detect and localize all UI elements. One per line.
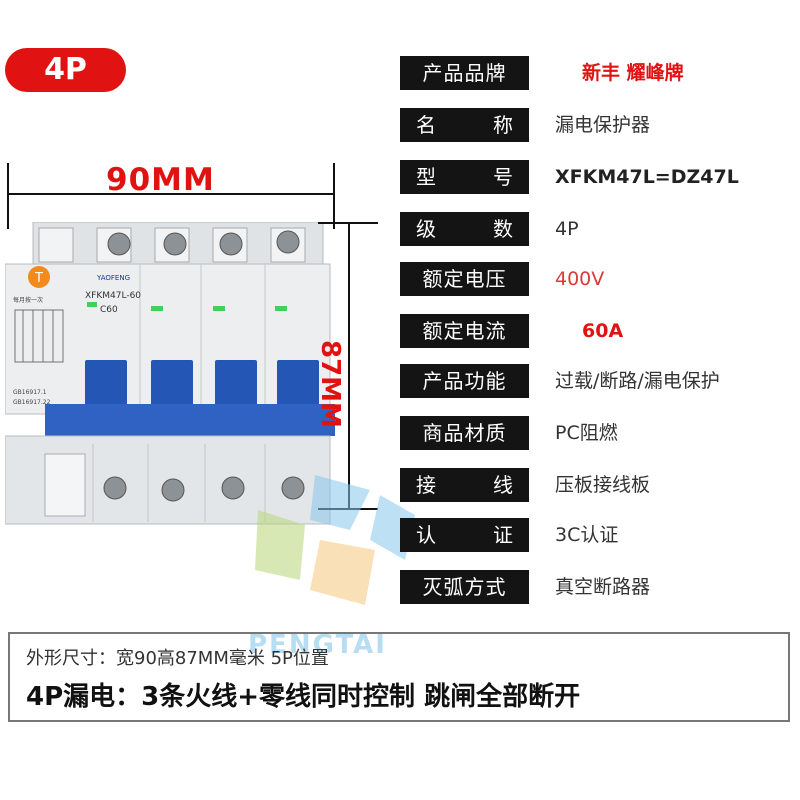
- spec-value: 新丰 耀峰牌: [582, 62, 684, 84]
- height-dimension-label: 87MM: [315, 340, 345, 428]
- left-text-3: GB16917.22: [13, 399, 51, 406]
- spec-label-text: 型: [416, 165, 436, 189]
- height-dimension-line: [348, 222, 350, 510]
- spec-label-text: 认: [416, 523, 436, 547]
- spec-label-text: 称: [493, 113, 513, 137]
- spec-label: 级数: [400, 212, 529, 246]
- spec-label-text: 灭弧方式: [422, 575, 507, 599]
- spec-value: PC阻燃: [555, 422, 618, 444]
- spec-label: 产品品牌: [400, 56, 529, 90]
- spec-row: 额定电压 400V: [400, 262, 800, 296]
- spec-row: 接线压板接线板: [400, 468, 800, 502]
- spec-label-text: 数: [493, 217, 513, 241]
- spec-label: 产品功能: [400, 364, 529, 398]
- spec-value: 60A: [582, 320, 624, 342]
- spec-label-text: 名: [416, 113, 436, 137]
- spec-value: 漏电保护器: [555, 114, 651, 136]
- spec-label-text: 额定电流: [422, 319, 507, 343]
- watermark-text: PENGTAI: [248, 630, 387, 660]
- spec-row: 产品品牌 新丰 耀峰牌: [400, 56, 800, 90]
- spec-row: 名称漏电保护器: [400, 108, 800, 142]
- spec-value: XFKM47L=DZ47L: [555, 166, 739, 188]
- spec-label-text: 证: [493, 523, 513, 547]
- spec-row: 灭弧方式 真空断路器: [400, 570, 800, 604]
- spec-label: 灭弧方式: [400, 570, 529, 604]
- spec-label-text: 产品品牌: [422, 61, 507, 85]
- spec-label: 接线: [400, 468, 529, 502]
- spec-label-text: 线: [493, 473, 513, 497]
- top-screw-terminals: [38, 227, 306, 263]
- spec-label-text: 级: [416, 217, 436, 241]
- spec-value: 3C认证: [555, 524, 619, 546]
- width-dimension-label: 90MM: [106, 162, 215, 198]
- spec-value: 400V: [555, 268, 605, 290]
- width-dimension-line: [8, 193, 334, 195]
- spec-value: 真空断路器: [555, 576, 651, 598]
- spec-label-text: 商品材质: [422, 421, 507, 445]
- model-label: XFKM47L-60: [85, 291, 141, 301]
- width-dimension-tick-left: [7, 163, 9, 229]
- spec-label: 额定电流: [400, 314, 529, 348]
- control-summary: 4P漏电：3条火线+零线同时控制 跳闸全部断开: [26, 682, 581, 712]
- spec-label: 商品材质: [400, 416, 529, 450]
- spec-label-text: 额定电压: [422, 267, 507, 291]
- spec-label-text: 号: [493, 165, 513, 189]
- spec-label: 名称: [400, 108, 529, 142]
- spec-row: 额定电流 60A: [400, 314, 800, 348]
- spec-value: 压板接线板: [555, 474, 651, 496]
- spec-label: 型号: [400, 160, 529, 194]
- test-button-label: T: [34, 271, 43, 286]
- rating-label: C60: [100, 305, 118, 315]
- left-text-1: 每月按一次: [13, 296, 43, 304]
- spec-label: 认证: [400, 518, 529, 552]
- summary-box: [8, 632, 790, 722]
- watermark-logo: [255, 475, 415, 605]
- spec-label: 额定电压: [400, 262, 529, 296]
- spec-label-text: 接: [416, 473, 436, 497]
- width-dimension-tick-right: [333, 163, 335, 229]
- spec-label-text: 产品功能: [422, 369, 507, 393]
- circuit-breaker-image: T XFKM47L-60 C60 YAOFENG 每月按一次 GB16917.1…: [5, 222, 335, 525]
- pole-badge: 4P: [5, 48, 126, 92]
- brand-mark: YAOFENG: [96, 274, 130, 282]
- bottom-screw-terminals: [44, 444, 305, 522]
- spec-value: 过载/断路/漏电保护: [555, 370, 720, 392]
- spec-row: 商品材质 PC阻燃: [400, 416, 800, 450]
- spec-value: 4P: [555, 218, 579, 240]
- dimension-summary: 外形尺寸：宽90高87MM毫米 5P位置: [26, 648, 329, 669]
- spec-row: 产品功能 过载/断路/漏电保护: [400, 364, 800, 398]
- left-text-2: GB16917.1: [13, 389, 47, 396]
